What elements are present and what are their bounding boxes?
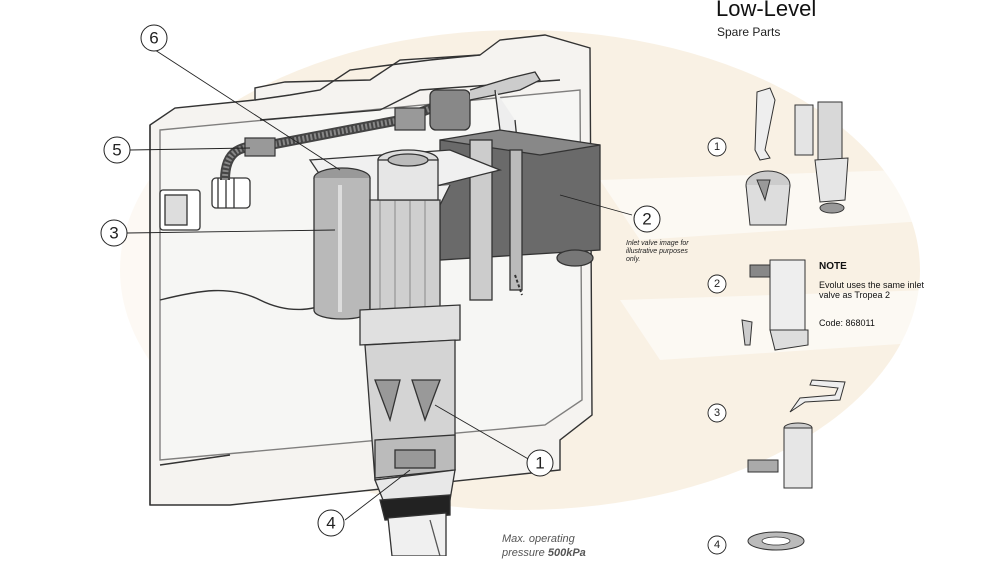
parts-item-2: 2: [707, 259, 809, 351]
pressure-prefix: Max. operating: [502, 533, 575, 545]
inlet-valve-part-image: [741, 259, 809, 351]
callout-leaders: [126, 49, 633, 521]
svg-text:4: 4: [714, 539, 720, 551]
svg-text:2: 2: [714, 278, 720, 290]
flush-valve-cylinder: [313, 149, 441, 331]
parts-item-1: 1: [707, 87, 849, 226]
seal-washer-part-image: [747, 531, 805, 551]
svg-text:4: 4: [326, 514, 335, 533]
parts-item-4: 4: [707, 531, 805, 555]
inlet-connector: [159, 177, 251, 231]
callout-1: 1: [526, 449, 554, 477]
svg-text:5: 5: [112, 141, 121, 160]
callout-2: 2: [633, 205, 661, 233]
svg-text:1: 1: [535, 454, 544, 473]
svg-text:2: 2: [642, 210, 651, 229]
parts-item-3: 3: [707, 379, 846, 489]
pressure-value: 500kPa: [547, 547, 586, 559]
bracket-cylinder-part-image: [747, 379, 846, 489]
page-subtitle: Spare Parts: [717, 25, 781, 39]
callout-6: 6: [140, 24, 168, 52]
flush-valve-body: [359, 304, 461, 557]
note-heading: NOTE: [819, 261, 847, 272]
svg-text:1: 1: [714, 141, 720, 153]
svg-text:3: 3: [714, 407, 720, 419]
note-text: Evolut uses the same inlet valve as Trop…: [819, 280, 925, 300]
callout-4: 4: [317, 509, 345, 537]
pressure-label: pressure: [502, 547, 545, 559]
flush-valve-part-image: [745, 87, 849, 226]
svg-text:3: 3: [109, 224, 118, 243]
callout-5: 5: [103, 136, 131, 164]
inlet-valve-disclaimer: Inlet valve image for illustrative purpo…: [626, 240, 689, 263]
note-code: Code: 868011: [819, 318, 875, 328]
svg-text:6: 6: [149, 29, 158, 48]
page-title: Low-Level: [716, 0, 817, 21]
callout-3: 3: [100, 219, 128, 247]
